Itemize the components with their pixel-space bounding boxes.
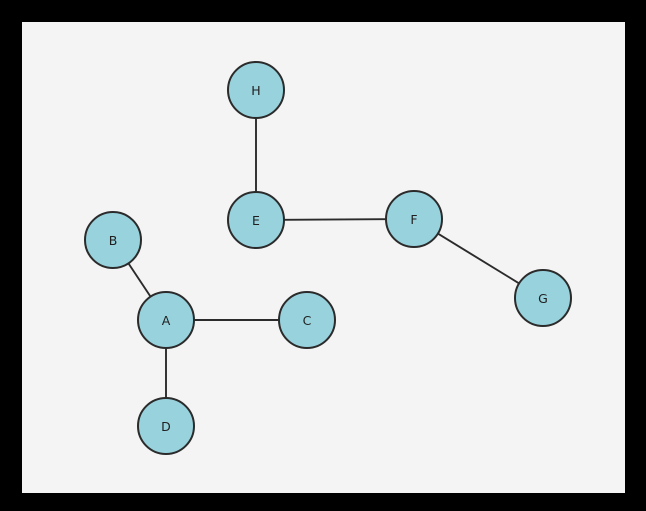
graph-node-circle-g[interactable] (514, 269, 572, 327)
graph-node-e[interactable]: E (227, 191, 285, 249)
graph-node-f[interactable]: F (385, 190, 443, 248)
graph-node-circle-a[interactable] (137, 291, 195, 349)
graph-node-g[interactable]: G (514, 269, 572, 327)
graph-edge-f-g (436, 232, 521, 285)
graph-node-circle-f[interactable] (385, 190, 443, 248)
graph-node-circle-h[interactable] (227, 61, 285, 119)
graph-node-b[interactable]: B (84, 211, 142, 269)
edge-layer (127, 117, 521, 399)
graph-node-d[interactable]: D (137, 397, 195, 455)
graph-node-h[interactable]: H (227, 61, 285, 119)
graph-node-circle-d[interactable] (137, 397, 195, 455)
graph-node-circle-e[interactable] (227, 191, 285, 249)
graph-edge-b-a (127, 262, 152, 298)
graph-edge-e-f (283, 218, 387, 221)
graph-node-a[interactable]: A (137, 291, 195, 349)
graph-node-circle-b[interactable] (84, 211, 142, 269)
graph-node-circle-c[interactable] (278, 291, 336, 349)
graph-node-c[interactable]: C (278, 291, 336, 349)
node-layer: AB C D E F G H (84, 61, 572, 455)
